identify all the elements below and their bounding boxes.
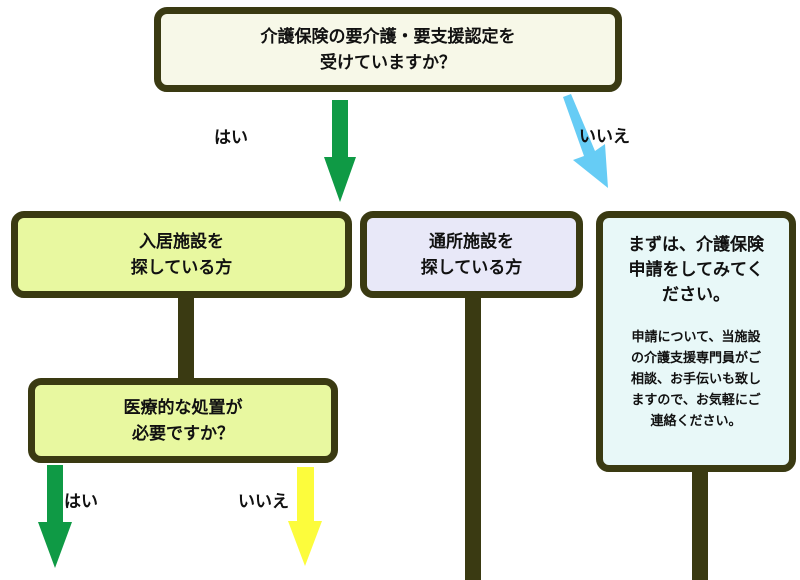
no-label-top: いいえ — [579, 127, 630, 147]
question-box: 介護保険の要介護・要支援認定を 受けていますか？ — [154, 7, 622, 92]
yes-label-bottom: はい — [64, 492, 98, 512]
connector-daycare-down — [465, 298, 481, 580]
yes-arrow-bottom — [38, 465, 72, 568]
connector-facility-to-medical — [178, 298, 194, 378]
apply-line-1: まずは、介護保険 — [628, 235, 764, 255]
daycare-line-2: 探している方 — [420, 257, 523, 278]
medical-question-box: 医療的な処置が 必要ですか？ — [28, 378, 338, 463]
no-arrow-diagonal — [563, 94, 608, 188]
facility-line-2: 探している方 — [130, 257, 233, 278]
medical-line-2: 必要ですか？ — [132, 423, 234, 444]
apply-main-text: まずは、介護保険 申請をしてみてく ださい。 — [628, 233, 764, 308]
apply-note-text: 申請について、当施設 の介護支援専門員がご 相談、お手伝いも致し ますので、お気… — [631, 327, 761, 432]
apply-note-line-1: 申請について、当施設 — [631, 330, 761, 345]
apply-note-line-3: 相談、お手伝いも致し — [630, 372, 761, 387]
apply-note-line-5: 連絡ください。 — [650, 414, 742, 429]
apply-line-3: ださい。 — [662, 285, 730, 305]
apply-insurance-box: まずは、介護保険 申請をしてみてく ださい。 申請について、当施設 の介護支援専… — [596, 211, 796, 472]
no-arrow-bottom — [288, 467, 322, 566]
apply-line-2: 申請をしてみてく — [628, 260, 764, 280]
medical-line-1: 医療的な処置が — [123, 397, 243, 418]
question-line-1: 介護保険の要介護・要支援認定を — [260, 26, 516, 47]
daycare-line-1: 通所施設を — [429, 231, 514, 252]
facility-search-box: 入居施設を 探している方 — [11, 211, 352, 298]
apply-note-line-2: の介護支援専門員がご — [630, 351, 761, 366]
yes-label-top: はい — [214, 128, 248, 148]
question-line-2: 受けていますか？ — [320, 52, 456, 73]
connector-apply-down — [692, 472, 708, 580]
yes-arrow-down — [324, 100, 356, 202]
daycare-search-box: 通所施設を 探している方 — [360, 211, 583, 298]
facility-line-1: 入居施設を — [139, 231, 224, 252]
no-label-bottom: いいえ — [238, 492, 289, 512]
apply-note-line-4: ますので、お気軽にご — [631, 393, 761, 408]
